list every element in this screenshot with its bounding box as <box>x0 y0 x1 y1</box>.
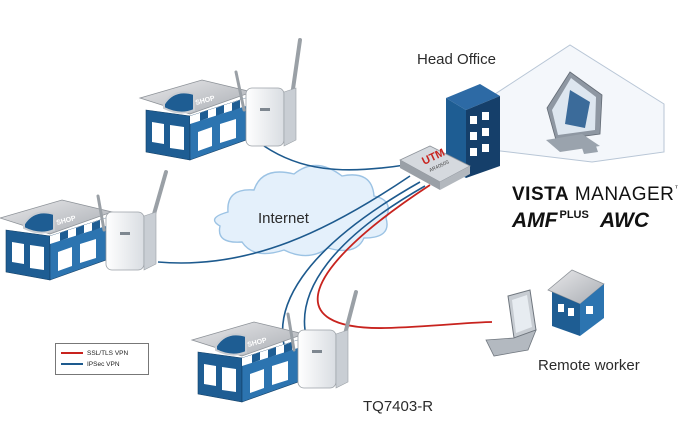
ipsec-links <box>157 145 426 356</box>
head-office-panel <box>491 44 665 163</box>
access-point-middle <box>105 211 157 271</box>
remote-worker-label: Remote worker <box>538 357 640 374</box>
shop-middle: SHOP <box>0 170 168 281</box>
shop-bottom: SHOP <box>191 290 358 403</box>
ipsec-link-extra <box>303 185 426 331</box>
ipsec-link-shop-mid <box>157 175 411 264</box>
legend: SSL/TLS VPN IPSec VPN <box>55 343 149 375</box>
shop-top: SHOP <box>139 38 302 161</box>
vista-manager-logo: VISTA MANAGER™ <box>512 184 678 205</box>
legend-label-ssl: SSL/TLS VPN <box>87 350 129 357</box>
legend-swatch-ssl <box>61 352 83 355</box>
ipsec-link-shop-top <box>263 145 406 171</box>
head-office-label: Head Office <box>417 51 496 68</box>
remote-worker <box>485 269 605 357</box>
legend-swatch-ipsec <box>61 363 83 366</box>
access-point-top <box>245 87 297 147</box>
shop-sign-bottom: SHOP <box>247 337 268 349</box>
legend-item-ssl: SSL/TLS VPN <box>61 350 128 360</box>
utm-appliance: UTM AR4050S <box>399 145 471 190</box>
legend-item-ipsec: IPSec VPN <box>61 361 120 371</box>
model-label: TQ7403-R <box>363 398 434 415</box>
awc-logo: AWC <box>600 209 649 232</box>
shop-sign-top: SHOP <box>195 95 216 107</box>
access-point-bottom <box>297 329 349 389</box>
shop-sign-middle: SHOP <box>56 215 77 227</box>
internet-label: Internet <box>258 210 309 227</box>
legend-label-ipsec: IPSec VPN <box>87 361 120 368</box>
